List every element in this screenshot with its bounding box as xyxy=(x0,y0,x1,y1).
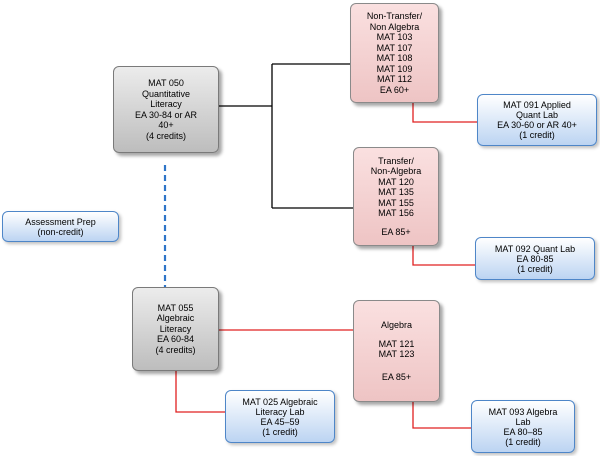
transfer-footer: EA 85+ xyxy=(381,226,411,237)
connector-red-091 xyxy=(412,103,477,123)
mat050-line-5: 40+ xyxy=(158,120,174,130)
mat055-line-2: Algebraic xyxy=(156,313,195,324)
non-transfer-line-8: EA 60+ xyxy=(379,84,410,95)
transfer-line-6: MAT 156 xyxy=(378,208,414,219)
transfer-line-5: MAT 155 xyxy=(378,197,414,208)
mat093-box: MAT 093 Algebra Lab EA 80–85 (1 credit) xyxy=(471,400,575,453)
mat050-line-6: (4 credits) xyxy=(145,130,186,141)
mat050-line-3: Literacy xyxy=(150,99,182,109)
non-transfer-line-1: Non-Transfer/ xyxy=(366,11,423,21)
connector-red-025 xyxy=(175,371,225,413)
mat050-box: MAT 050 Quantitative Literacy EA 30-84 o… xyxy=(113,66,219,153)
transfer-line-3: MAT 120 xyxy=(378,176,414,187)
mat092-line-3: (1 credit) xyxy=(517,263,553,274)
non-transfer-line-5: MAT 108 xyxy=(376,53,413,63)
non-transfer-line-2: Non Algebra xyxy=(369,21,420,32)
mat050-line-1: MAT 050 xyxy=(148,78,184,88)
mat050-line-2: Quantitative xyxy=(141,88,191,99)
assessment-line-1: Assessment Prep xyxy=(25,216,96,227)
non-transfer-line-6: MAT 109 xyxy=(376,63,413,74)
mat092-line-1: MAT 092 Quant Lab xyxy=(494,243,576,254)
mat091-line-1: MAT 091 Applied xyxy=(503,100,571,110)
mat025-line-1: MAT 025 Algebraic xyxy=(242,396,318,407)
mat025-box: MAT 025 Algebraic Literacy Lab EA 45–59 … xyxy=(225,390,335,443)
connector-red-093 xyxy=(412,402,471,429)
mat025-line-4: (1 credit) xyxy=(262,426,298,437)
non-transfer-line-7: MAT 112 xyxy=(376,74,412,84)
mat091-line-2: Quant Lab xyxy=(515,110,559,120)
algebra-title: Algebra xyxy=(380,320,413,330)
assessment-line-2: (non-credit) xyxy=(37,226,84,237)
mat093-line-1: MAT 093 Algebra xyxy=(488,406,558,417)
non-transfer-box: Non-Transfer/ Non Algebra MAT 103 MAT 10… xyxy=(350,3,439,103)
mat055-line-4: EA 60-84 xyxy=(156,334,195,345)
mat091-line-4: (1 credit) xyxy=(519,130,555,140)
non-transfer-line-4: MAT 107 xyxy=(376,42,413,53)
transfer-line-2: Non-Algebra xyxy=(370,166,422,177)
mat093-line-4: (1 credit) xyxy=(505,436,541,447)
mat055-line-3: Literacy xyxy=(159,323,192,334)
mat093-line-2: Lab xyxy=(515,416,531,427)
transfer-line-1: Transfer/ xyxy=(378,155,414,166)
mat091-line-3: EA 30-60 or AR 40+ xyxy=(497,120,577,130)
mat025-line-3: EA 45–59 xyxy=(260,416,300,427)
mat055-line-5: (4 credits) xyxy=(155,344,196,355)
algebra-line-1: MAT 121 xyxy=(378,338,415,349)
mat055-line-1: MAT 055 xyxy=(157,302,194,313)
transfer-line-4: MAT 135 xyxy=(378,187,414,198)
mat092-line-2: EA 80-85 xyxy=(516,253,554,264)
assessment-prep-box: Assessment Prep (non-credit) xyxy=(2,211,119,242)
mat091-box: MAT 091 Applied Quant Lab EA 30-60 or AR… xyxy=(477,94,597,146)
connector-red-092 xyxy=(412,246,475,266)
algebra-footer: EA 85+ xyxy=(381,371,412,382)
algebra-box: Algebra MAT 121 MAT 123 EA 85+ xyxy=(353,300,440,402)
transfer-box: Transfer/ Non-Algebra MAT 120 MAT 135 MA… xyxy=(353,147,439,246)
mat025-line-2: Literacy Lab xyxy=(255,406,305,417)
mat093-line-3: EA 80–85 xyxy=(503,426,543,437)
mat050-line-4: EA 30-84 or AR xyxy=(134,109,198,120)
mat055-box: MAT 055 Algebraic Literacy EA 60-84 (4 c… xyxy=(132,287,219,371)
algebra-line-2: MAT 123 xyxy=(378,349,415,359)
non-transfer-line-3: MAT 103 xyxy=(376,32,413,42)
mat092-box: MAT 092 Quant Lab EA 80-85 (1 credit) xyxy=(475,237,595,280)
